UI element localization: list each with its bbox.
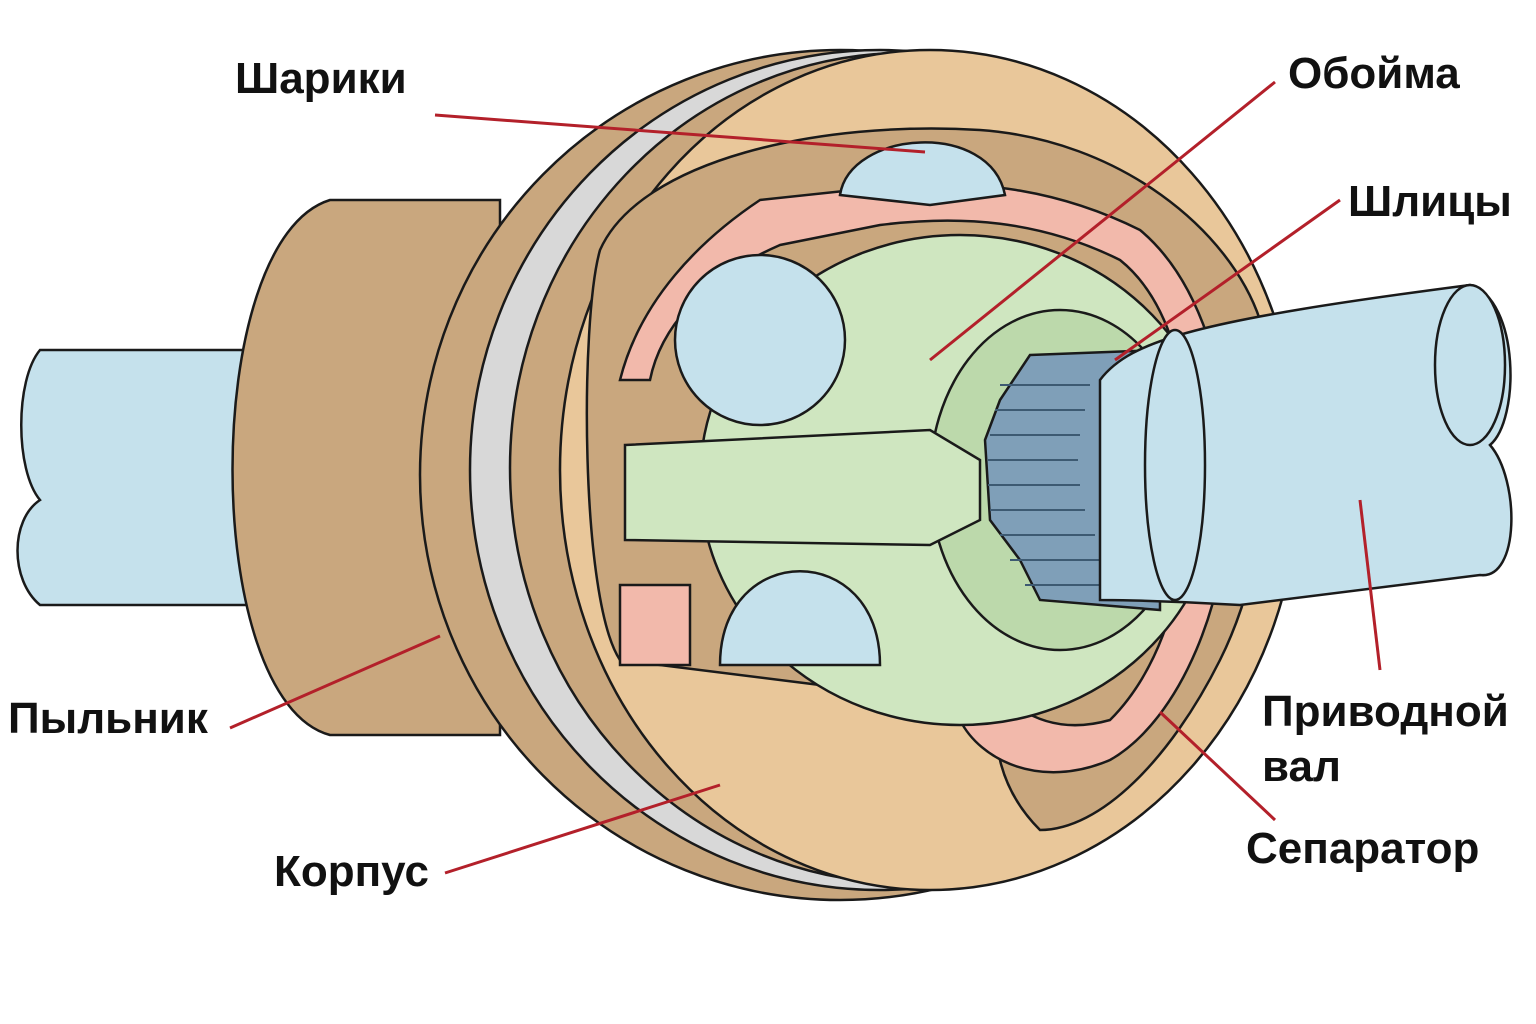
leader-splines (1114, 198, 1341, 362)
boot-hub (231, 198, 502, 737)
label-cage: Сепаратор (1246, 824, 1479, 873)
ball-top (838, 141, 1007, 207)
label-housing: Корпус (274, 847, 429, 896)
drive-shaft-step (1143, 328, 1207, 602)
label-drive-shaft-1: Приводной (1262, 687, 1509, 736)
leader-housing (444, 783, 721, 875)
leader-balls (434, 113, 926, 154)
label-splines: Шлицы (1348, 177, 1512, 226)
left-shaft (16, 348, 272, 607)
label-inner-race: Обойма (1288, 49, 1460, 98)
cage-lower-window-block (618, 583, 692, 667)
label-drive-shaft-2: вал (1262, 742, 1341, 791)
leader-drive-shaft (1358, 499, 1382, 671)
spline-teeth (988, 384, 1120, 586)
leader-boot (229, 634, 441, 730)
leader-cage (1158, 710, 1277, 822)
ball-bottom (718, 570, 882, 667)
label-boot: Пыльник (8, 694, 209, 743)
drive-shaft-end (1433, 283, 1507, 447)
inner-race-lobe (623, 428, 982, 547)
label-balls: Шарики (235, 54, 407, 103)
ball-left (673, 253, 847, 427)
leader-inner-race (929, 80, 1276, 362)
